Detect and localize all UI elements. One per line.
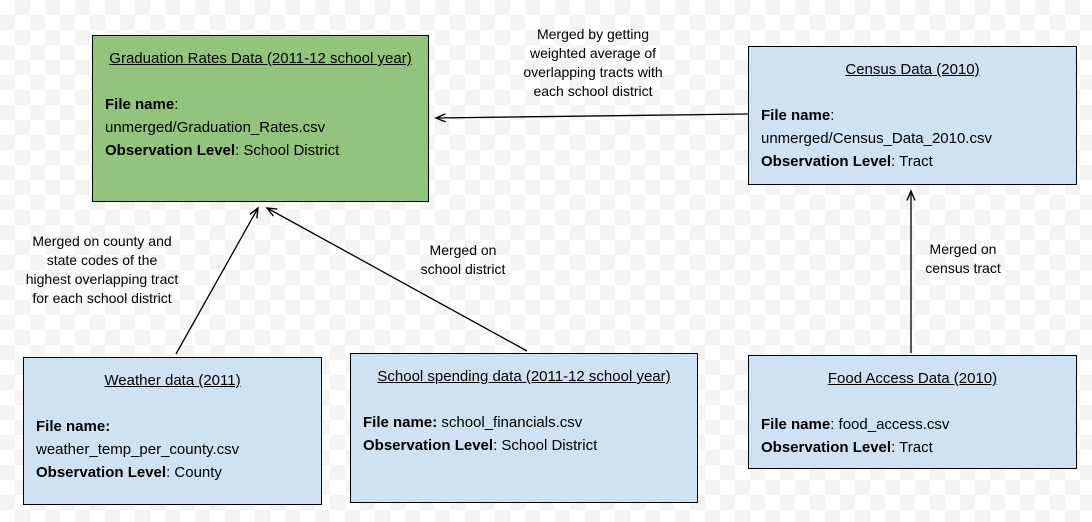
node-food-access: Food Access Data (2010) File name: food_… <box>748 355 1077 469</box>
observation-level-label: Observation Level <box>105 142 236 159</box>
observation-level-sep: : <box>891 439 900 456</box>
file-name-line: File name: school_financials.csv <box>363 411 685 434</box>
observation-level-sep: : <box>166 464 175 481</box>
node-title: Graduation Rates Data (2011-12 school ye… <box>109 50 412 67</box>
file-name-sep: : <box>830 107 835 124</box>
node-body: File name: unmerged/Census_Data_2010.csv… <box>761 104 1064 173</box>
file-name-label: File name <box>761 107 831 124</box>
observation-level-label: Observation Level <box>363 437 494 454</box>
observation-level-line: Observation Level: Tract <box>761 436 1064 459</box>
edge-label-school-to-graduation: Merged on school district <box>420 242 506 277</box>
node-weather-data: Weather data (2011) File name: weather_t… <box>23 357 322 505</box>
observation-level-label: Observation Level <box>761 439 892 456</box>
observation-level-value: County <box>174 464 222 481</box>
node-title: Weather data (2011) <box>104 372 241 389</box>
file-name-label: File name: <box>363 414 438 431</box>
node-graduation-rates: Graduation Rates Data (2011-12 school ye… <box>92 35 429 202</box>
observation-level-line: Observation Level: School District <box>363 434 685 457</box>
file-name-value: unmerged/Census_Data_2010.csv <box>761 130 992 147</box>
node-title: Food Access Data (2010) <box>827 370 998 387</box>
observation-level-value: Tract <box>899 153 933 170</box>
file-name-sep: : <box>830 416 839 433</box>
file-name-label: File name <box>761 416 831 433</box>
file-name-line: File name: <box>105 93 416 116</box>
observation-level-value: Tract <box>899 439 933 456</box>
node-body: File name: weather_temp_per_county.csv O… <box>36 415 309 484</box>
observation-level-line: Observation Level: Tract <box>761 150 1064 173</box>
node-body: File name: unmerged/Graduation_Rates.csv… <box>105 93 416 162</box>
node-body: File name: food_access.csv Observation L… <box>761 413 1064 459</box>
observation-level-sep: : <box>235 142 244 159</box>
node-census-data: Census Data (2010) File name: unmerged/C… <box>748 46 1077 185</box>
file-name-sep: : <box>174 96 179 113</box>
file-name-label: File name <box>105 96 175 113</box>
edge-label-weather-to-graduation: Merged on county and state codes of the … <box>25 233 179 306</box>
file-name-line: File name: <box>36 415 309 438</box>
node-body: File name: school_financials.csv Observa… <box>363 411 685 457</box>
observation-level-label: Observation Level <box>36 464 167 481</box>
node-title: School spending data (2011-12 school yea… <box>377 368 671 385</box>
observation-level-value: School District <box>501 437 598 454</box>
file-name-value: school_financials.csv <box>441 414 583 431</box>
file-name-value: unmerged/Graduation_Rates.csv <box>105 119 326 136</box>
file-name-value: food_access.csv <box>838 416 950 433</box>
edge-census-to-graduation <box>434 113 749 123</box>
node-school-spending: School spending data (2011-12 school yea… <box>350 353 698 503</box>
file-name-line: File name: <box>761 104 1064 127</box>
observation-level-line: Observation Level: County <box>36 461 309 484</box>
file-name-label: File name: <box>36 418 111 435</box>
observation-level-sep: : <box>891 153 900 170</box>
observation-level-sep: : <box>493 437 502 454</box>
observation-level-label: Observation Level <box>761 153 892 170</box>
edge-school-to-graduation <box>265 207 528 352</box>
observation-level-line: Observation Level: School District <box>105 139 416 162</box>
file-name-value: weather_temp_per_county.csv <box>36 441 240 458</box>
node-title: Census Data (2010) <box>845 61 980 78</box>
edge-label-food-to-census: Merged on census tract <box>925 241 1001 276</box>
observation-level-value: School District <box>243 142 340 159</box>
edge-label-census-to-graduation: Merged by getting weighted average of ov… <box>523 26 663 99</box>
file-name-line: File name: food_access.csv <box>761 413 1064 436</box>
